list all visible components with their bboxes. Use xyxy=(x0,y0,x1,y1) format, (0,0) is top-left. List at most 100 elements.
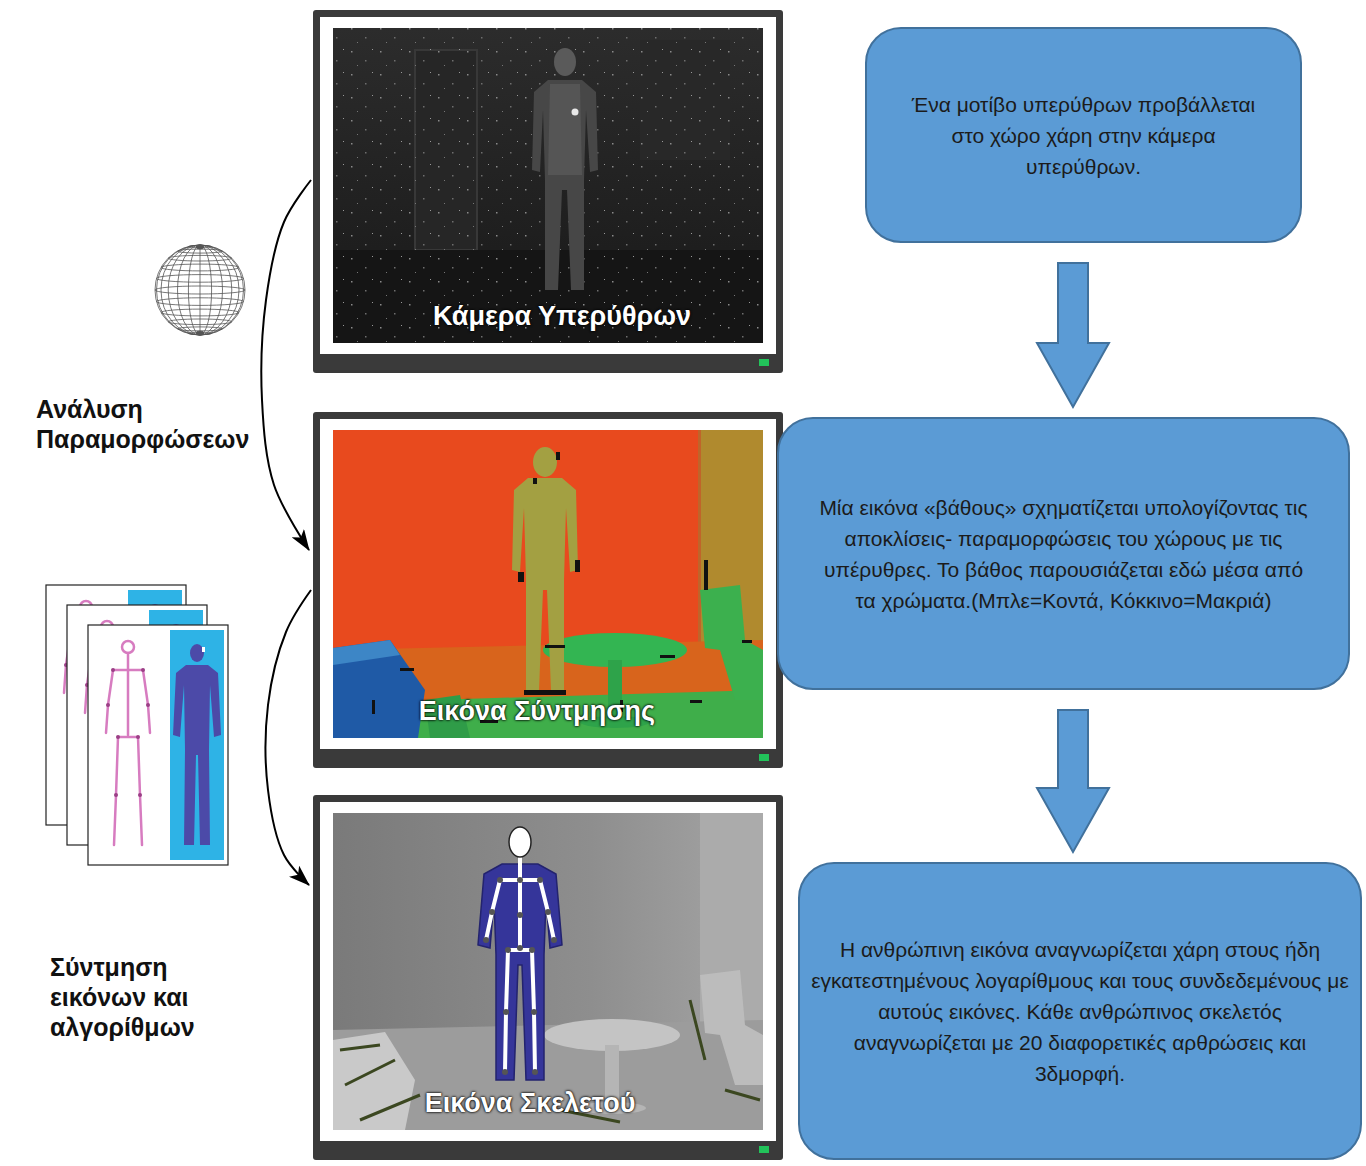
wireframe-sphere xyxy=(161,264,239,271)
depth-image xyxy=(545,645,565,648)
screen-caption: Κάμερα Υπερύθρων xyxy=(433,301,691,332)
depth-image xyxy=(333,430,763,738)
skeleton-image xyxy=(700,970,763,1085)
skeleton-image xyxy=(489,909,495,915)
skeleton-image xyxy=(333,813,763,1130)
block-arrow xyxy=(1037,710,1109,852)
wireframe-sphere xyxy=(161,309,239,316)
screen-panel: Κάμερα Υπερύθρων xyxy=(313,10,783,373)
monitor-frame xyxy=(313,412,783,768)
wireframe-sphere xyxy=(178,245,223,335)
skeleton-image xyxy=(483,877,557,1075)
skeleton-image xyxy=(517,945,523,951)
curved-arrow xyxy=(261,180,311,550)
skeleton-image xyxy=(537,877,543,883)
skeleton-image xyxy=(509,827,531,857)
wireframe-sphere xyxy=(157,245,244,335)
skeleton-image xyxy=(486,858,554,1072)
screen-caption: Εικόνα Σκελετού xyxy=(425,1088,636,1119)
skeleton-image xyxy=(517,877,523,883)
depth-image xyxy=(333,640,425,738)
monitor-frame xyxy=(313,412,783,768)
block-arrow xyxy=(1037,263,1109,407)
skeleton-image xyxy=(551,937,557,943)
process-box: Ένα μοτίβο υπερύθρων προβάλλεται στο χώρ… xyxy=(865,27,1302,243)
depth-image xyxy=(660,655,675,658)
wireframe-sphere xyxy=(168,319,232,325)
depth-image xyxy=(512,478,578,690)
monitor-frame xyxy=(759,359,769,366)
wireframe-sphere xyxy=(161,245,239,335)
wireframe-sphere xyxy=(155,286,245,294)
box-text: Μία εικόνα «βάθους» σχηματίζεται υπολογί… xyxy=(814,492,1314,616)
depth-image xyxy=(704,560,708,590)
infrared-image xyxy=(532,80,598,290)
screen-panel: Εικόνα Σκελετού xyxy=(313,795,783,1160)
wireframe-sphere xyxy=(157,275,244,283)
wireframe-sphere xyxy=(178,327,223,331)
depth-image xyxy=(372,452,752,723)
skeleton-image xyxy=(517,912,523,918)
wireframe-sphere xyxy=(178,249,223,253)
wireframe-sphere xyxy=(168,255,232,261)
monitor-frame xyxy=(320,802,776,1141)
monitor-frame xyxy=(759,1146,769,1153)
edge-label: Σύντμηση εικόνων και αλγορίθμων xyxy=(50,952,195,1042)
depth-image xyxy=(400,690,763,738)
skeleton-cards xyxy=(88,625,228,865)
wireframe-sphere xyxy=(196,245,204,249)
box-text: Η ανθρώπινη εικόνα αναγνωρίζεται χάρη στ… xyxy=(810,934,1350,1089)
monitor-frame xyxy=(759,754,769,761)
process-box: Η ανθρώπινη εικόνα αναγνωρίζεται χάρη στ… xyxy=(798,862,1362,1160)
curved-arrow xyxy=(266,590,311,885)
monitor-frame xyxy=(320,17,776,354)
edge-label: Ανάλυση Παραμορφώσεων xyxy=(36,394,249,454)
depth-image xyxy=(400,668,414,671)
monitor-frame xyxy=(313,795,783,1160)
depth-image xyxy=(533,478,537,484)
infrared-image xyxy=(333,28,763,343)
skeleton-image xyxy=(503,1009,509,1015)
screen-panel: Εικόνα Σύντμησης xyxy=(313,412,783,768)
process-box: Μία εικόνα «βάθους» σχηματίζεται υπολογί… xyxy=(777,417,1350,690)
skeleton-image xyxy=(333,813,763,1130)
skeleton-image xyxy=(505,947,511,953)
skeleton-image xyxy=(483,937,489,943)
wireframe-sphere xyxy=(168,245,232,335)
wireframe-sphere xyxy=(155,245,245,335)
infrared-image xyxy=(333,28,763,343)
skeleton-image xyxy=(532,1069,538,1075)
wireframe-sphere xyxy=(188,245,211,335)
skeleton-image xyxy=(340,1000,760,1122)
depth-image xyxy=(518,572,524,582)
wireframe-sphere xyxy=(200,245,201,335)
depth-image xyxy=(742,640,752,643)
monitor-frame xyxy=(313,795,783,1160)
screen-caption: Εικόνα Σύντμησης xyxy=(419,696,655,727)
infrared-image xyxy=(548,84,582,175)
monitor-frame xyxy=(320,419,776,749)
skeleton-image xyxy=(531,1009,537,1015)
depth-image xyxy=(524,690,566,695)
infrared-image xyxy=(554,48,576,76)
infrared-image xyxy=(572,109,579,116)
wireframe-sphere xyxy=(196,331,204,335)
wireframe-sphere xyxy=(155,245,245,335)
depth-image xyxy=(533,447,557,477)
depth-image xyxy=(556,452,560,460)
skeleton-cards xyxy=(46,585,228,865)
skeleton-image xyxy=(497,877,503,883)
skeleton-image xyxy=(545,909,551,915)
skeleton-image xyxy=(502,1069,508,1075)
depth-image xyxy=(575,560,580,572)
skeleton-image xyxy=(529,947,535,953)
monitor-frame xyxy=(313,10,783,373)
depth-image xyxy=(372,700,375,714)
box-text: Ένα μοτίβο υπερύθρων προβάλλεται στο χώρ… xyxy=(899,89,1269,182)
depth-image xyxy=(700,585,763,700)
monitor-frame xyxy=(313,10,783,373)
depth-image xyxy=(690,700,702,703)
depth-image xyxy=(333,430,763,738)
infrared-image xyxy=(333,28,763,343)
